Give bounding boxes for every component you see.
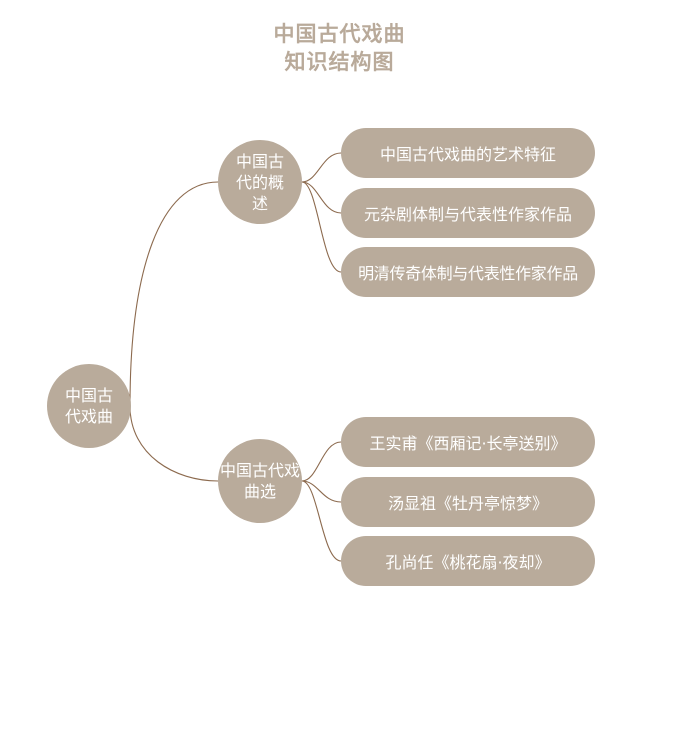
branch-node-label: 中国古代的概述 [236,151,285,213]
leaf-node-label: 孔尚任《桃花扇·夜却》 [385,553,551,572]
diagram-title-line-1: 中国古代戏曲 [273,22,406,46]
leaf-node-xixiangji[interactable]: 王实甫《西厢记·长亭送别》 [341,417,595,467]
connector-branch-1-leaf-3 [301,181,342,273]
leaf-node-taohuashan[interactable]: 孔尚任《桃花扇·夜却》 [341,536,595,586]
leaf-node-art-features[interactable]: 中国古代戏曲的艺术特征 [341,128,595,178]
root-node-label: 中国古代戏曲 [65,386,114,426]
leaf-node-yuan-zaju[interactable]: 元杂剧体制与代表性作家作品 [341,188,595,238]
leaf-node-ming-qing-chuanqi[interactable]: 明清传奇体制与代表性作家作品 [341,247,595,297]
connector-branch-2-leaf-2 [301,480,342,503]
connector-branch-1-leaf-1 [301,152,342,183]
root-node[interactable]: 中国古代戏曲 [47,364,131,448]
branch-node-label: 中国古代戏曲选 [220,461,301,501]
leaf-node-label: 王实甫《西厢记·长亭送别》 [369,434,567,453]
leaf-node-label: 明清传奇体制与代表性作家作品 [358,264,578,283]
connector-root-branch-2 [129,405,219,482]
branch-node-selections[interactable]: 中国古代戏曲选 [218,439,302,523]
leaf-node-mudanting[interactable]: 汤显祖《牡丹亭惊梦》 [341,477,595,527]
connector-root-branch-1 [129,181,219,407]
connector-branch-2-leaf-3 [301,480,342,562]
branch-node-overview[interactable]: 中国古代的概述 [218,140,302,224]
leaf-node-label: 元杂剧体制与代表性作家作品 [363,205,572,224]
connector-branch-2-leaf-1 [301,441,342,482]
leaf-node-label: 中国古代戏曲的艺术特征 [379,145,556,164]
leaf-node-label: 汤显祖《牡丹亭惊梦》 [387,494,548,513]
diagram-title-line-2: 知识结构图 [284,50,395,74]
connector-branch-1-leaf-2 [301,181,342,214]
